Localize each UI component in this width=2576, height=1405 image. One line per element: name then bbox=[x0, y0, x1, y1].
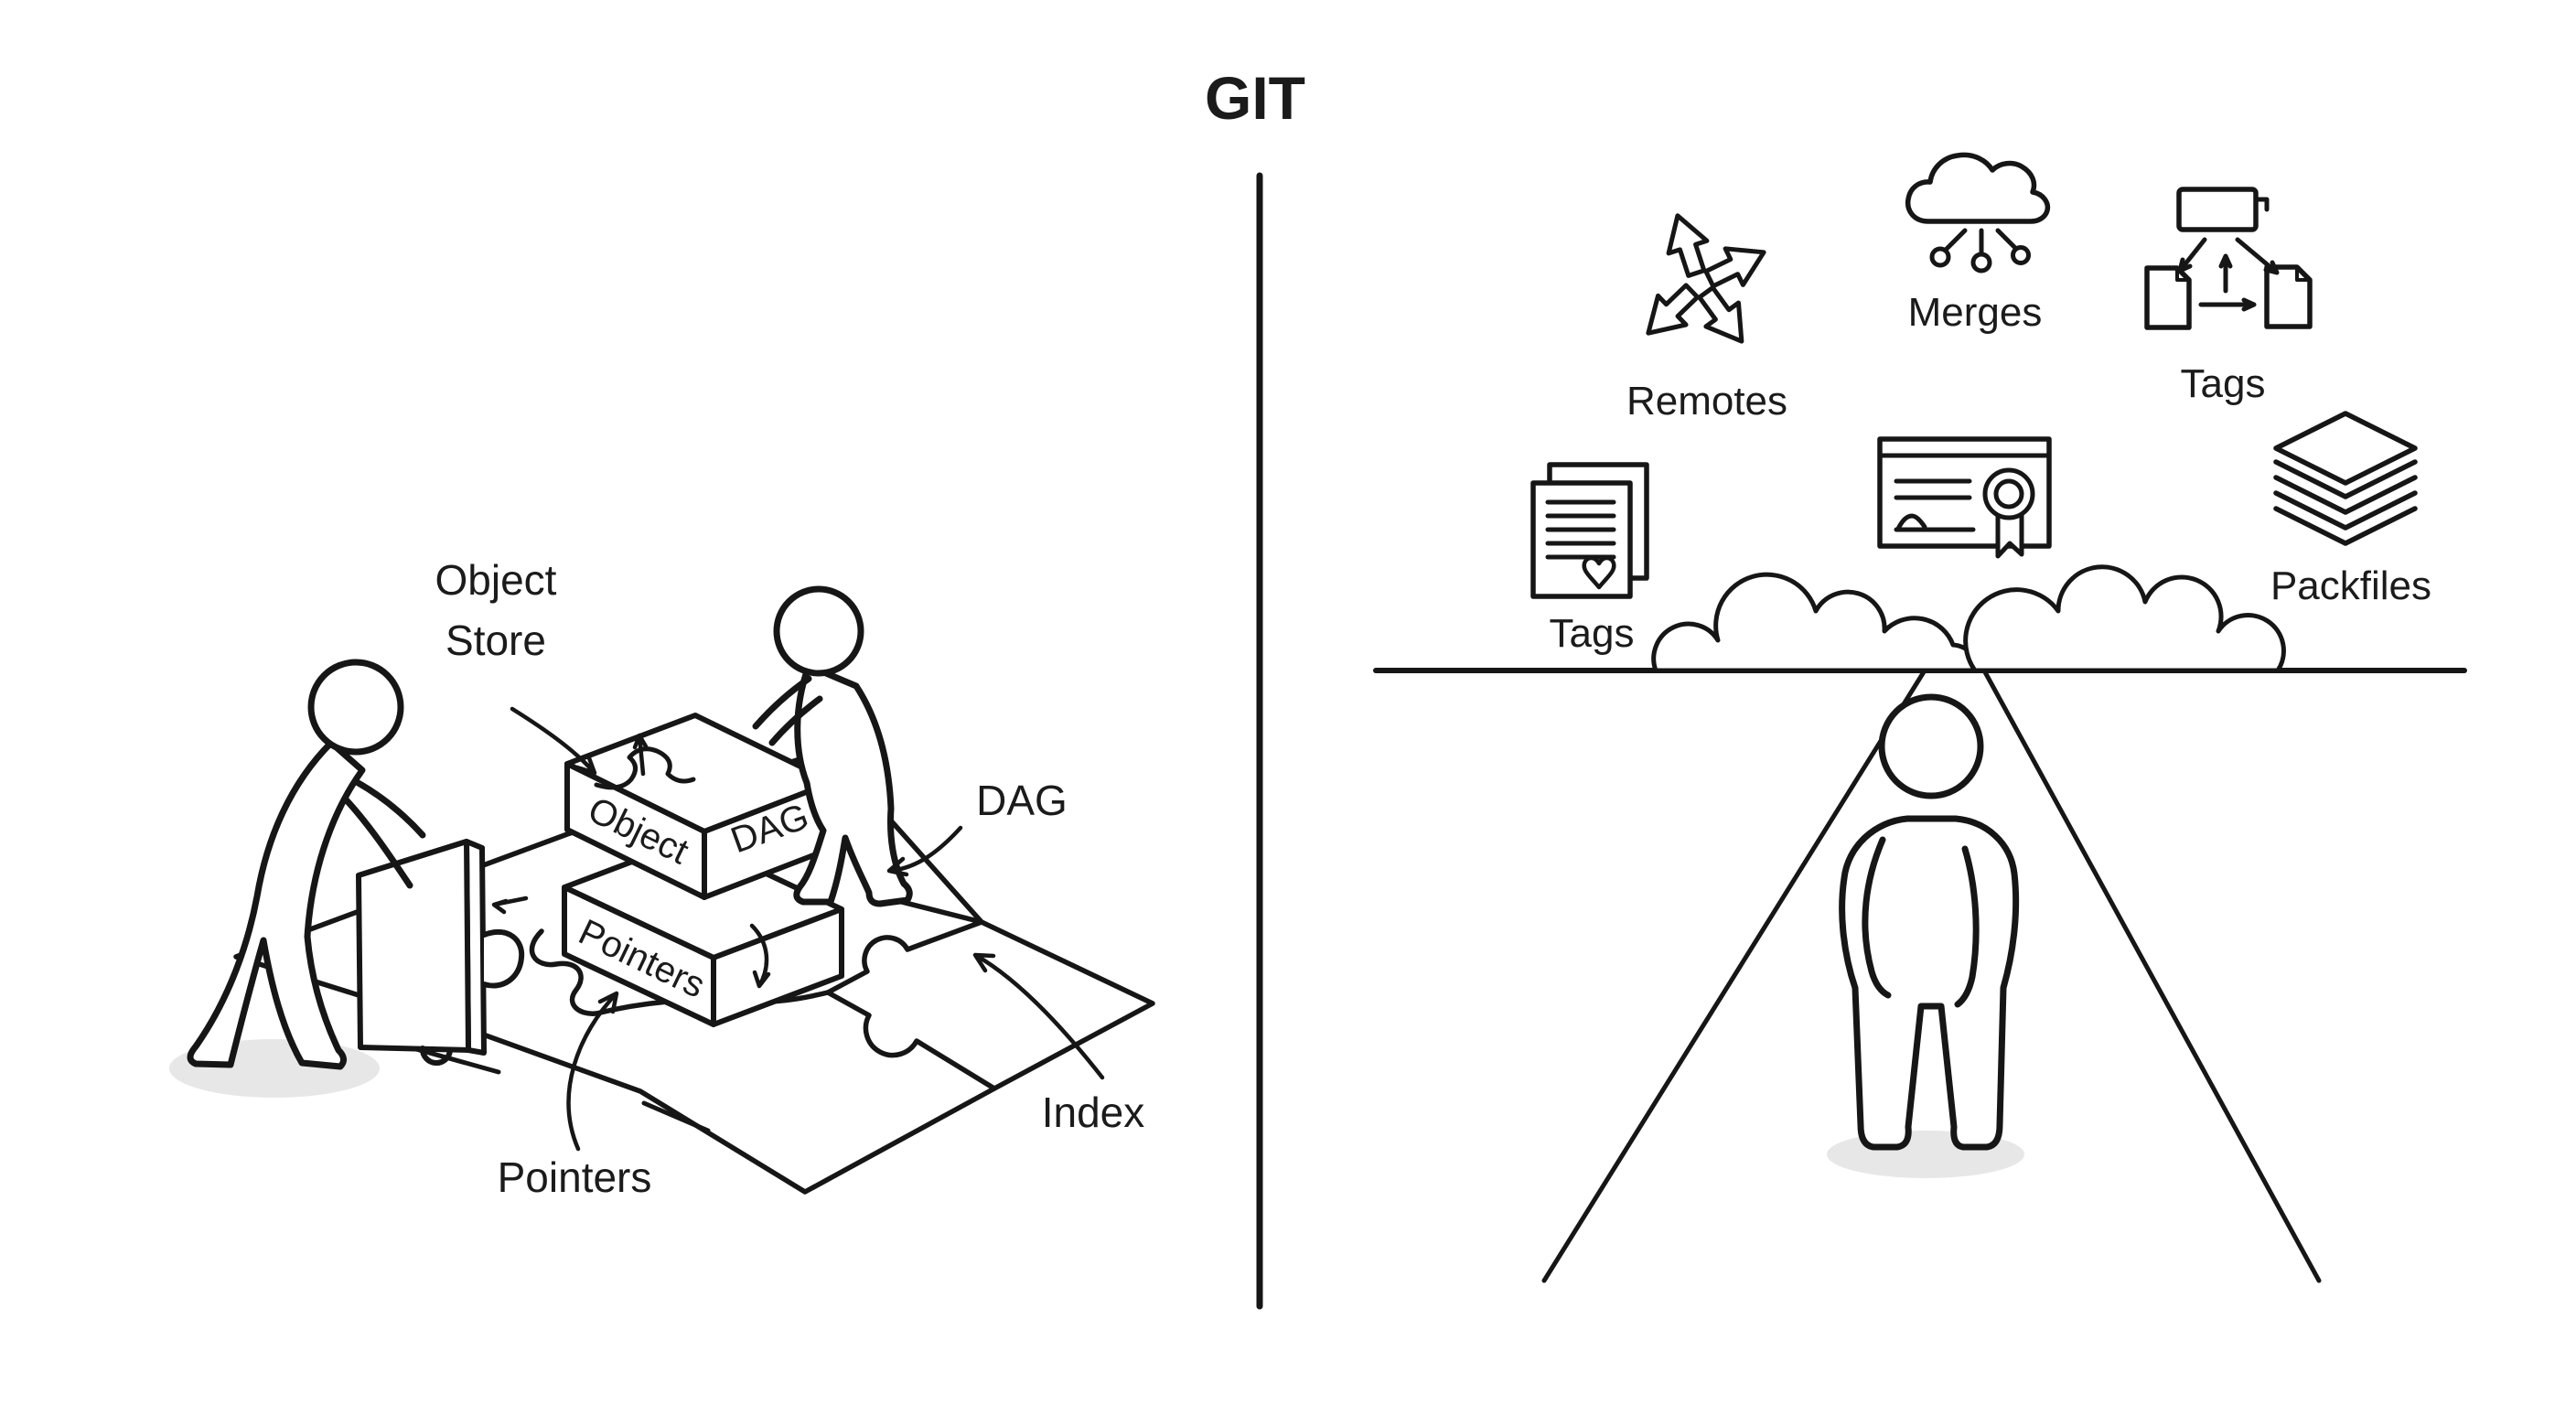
right-scene-advanced-topics: Remotes Merges Tags bbox=[1373, 152, 2467, 1283]
tags-docs-icon bbox=[1530, 462, 1649, 599]
road bbox=[1541, 668, 2322, 1283]
upright-puzzle-piece bbox=[356, 839, 525, 1067]
page-title: GIT bbox=[1205, 64, 1305, 132]
plate-joint-arrow bbox=[491, 896, 529, 915]
index-label: Index bbox=[1042, 1089, 1145, 1136]
dag-arrow bbox=[886, 825, 963, 877]
object-store-label-line1: Object bbox=[435, 556, 557, 604]
object-store-label-line2: Store bbox=[445, 617, 546, 664]
builder-head bbox=[773, 585, 864, 677]
figure-observer bbox=[1839, 693, 2020, 1151]
figure-builder bbox=[752, 585, 913, 907]
object-dag-box: Object DAG bbox=[564, 713, 835, 900]
clouds bbox=[1651, 564, 2286, 673]
figure-pusher bbox=[187, 659, 426, 1070]
index-arrow bbox=[972, 952, 1105, 1080]
remotes-label: Remotes bbox=[1626, 379, 1787, 424]
merges-label: Merges bbox=[1908, 290, 2043, 335]
pointers-label: Pointers bbox=[498, 1153, 652, 1201]
left-scene-puzzle-assembly: Pointers Object DAG Object Store D bbox=[169, 556, 1155, 1201]
packfiles-icon bbox=[2273, 411, 2418, 546]
remotes-icon bbox=[1646, 213, 1766, 344]
tags-docs-label: Tags bbox=[1550, 611, 1635, 656]
packfiles-label: Packfiles bbox=[2270, 563, 2431, 608]
heart-icon bbox=[1582, 555, 1616, 590]
pointers-arrow bbox=[566, 991, 619, 1152]
observer-head bbox=[1878, 693, 1984, 799]
tags-top-label: Tags bbox=[2181, 361, 2266, 406]
certificate-icon bbox=[1877, 436, 2052, 559]
pusher-head bbox=[307, 659, 404, 756]
tags-flow-icon bbox=[2144, 187, 2313, 330]
object-store-arrow bbox=[510, 706, 597, 776]
between-boxes-arrow bbox=[749, 923, 771, 989]
merges-icon bbox=[1905, 152, 2051, 273]
dag-label: DAG bbox=[976, 777, 1068, 824]
